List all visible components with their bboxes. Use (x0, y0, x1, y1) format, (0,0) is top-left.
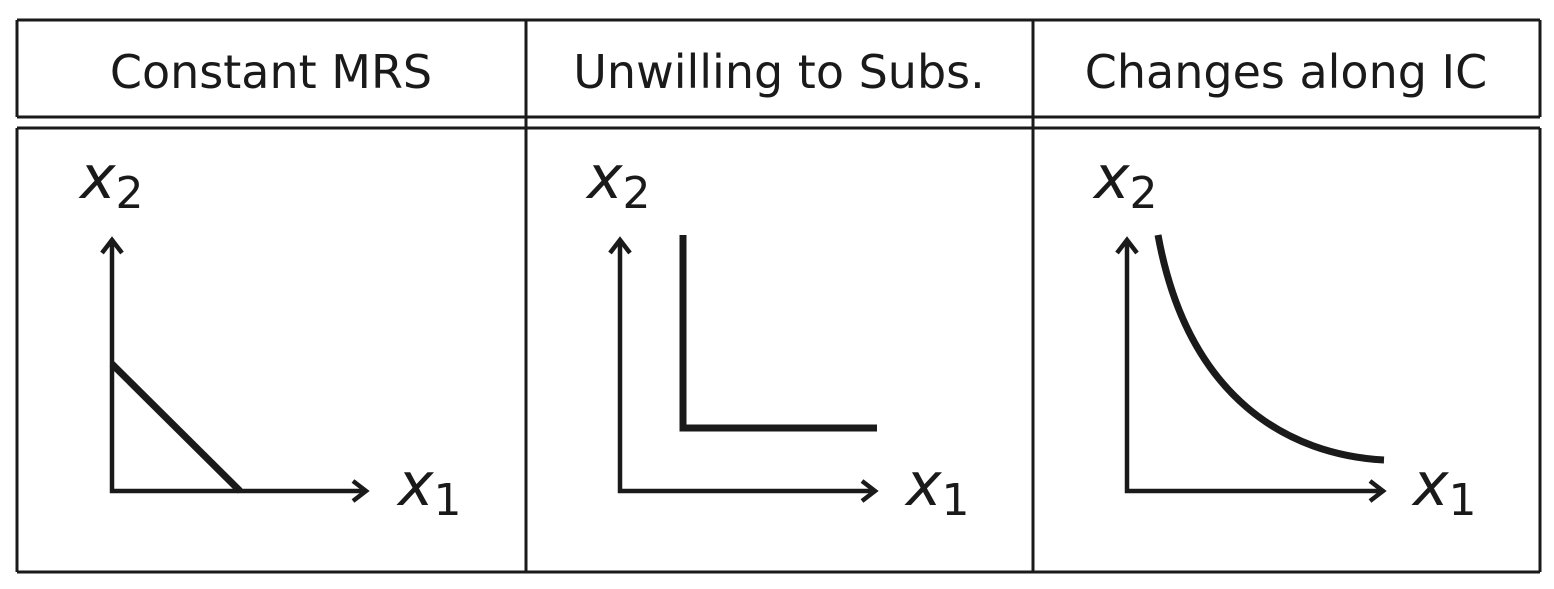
axes-lines (109, 240, 366, 494)
l-shaped-indifference-curve (679, 235, 877, 432)
y-axis-arrowhead (100, 236, 124, 255)
axes-lines (617, 240, 875, 494)
x-axis-label: x1 (1411, 450, 1477, 526)
table-rules (15, 18, 1542, 574)
axes-lines (1124, 240, 1383, 494)
y-axis-arrowhead (608, 236, 632, 255)
panel-perfect-substitutes: x2 x1 (78, 143, 462, 526)
y-axis-arrowhead (1115, 236, 1139, 255)
x-axis-label: x1 (904, 450, 970, 526)
x-axis-arrowhead (1368, 479, 1387, 503)
y-axis-label: x2 (585, 143, 651, 219)
header-changes-along-ic: Changes along IC (1085, 45, 1487, 99)
linear-indifference-curve (109, 361, 243, 494)
x-axis-arrowhead (351, 479, 370, 503)
y-axis-label: x2 (78, 143, 144, 219)
panel-perfect-complements: x2 x1 (585, 143, 970, 526)
header-unwilling-to-substitute: Unwilling to Subs. (573, 45, 984, 99)
panel-convex-preferences: x2 x1 (1092, 143, 1477, 526)
y-axis-label: x2 (1092, 143, 1158, 219)
convex-indifference-curve (1154, 234, 1385, 464)
header-constant-mrs: Constant MRS (110, 45, 432, 99)
x-axis-arrowhead (860, 479, 879, 503)
x-axis-label: x1 (396, 450, 462, 526)
